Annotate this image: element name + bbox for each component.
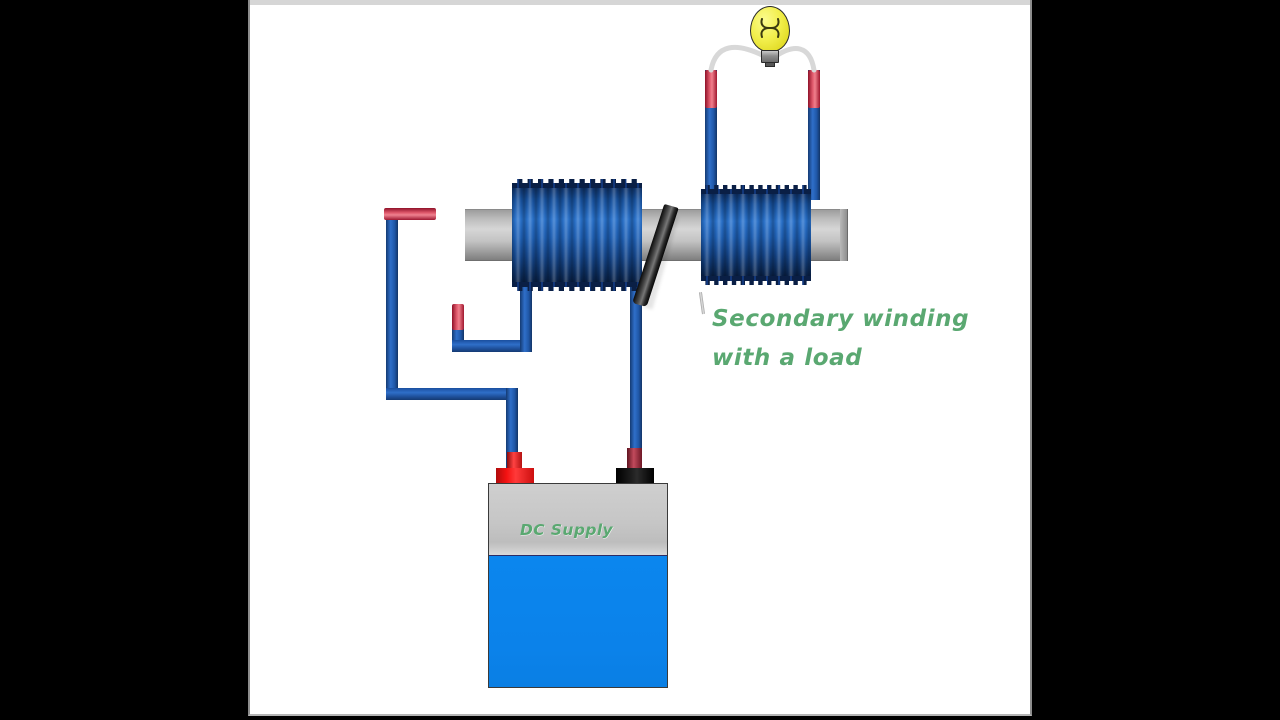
- bulb-wire-right: [773, 46, 817, 73]
- dc-supply-label: DC Supply: [520, 521, 614, 539]
- secondary-winding-top-turns: [701, 185, 811, 194]
- secondary-winding-bottom-turns: [701, 276, 811, 285]
- terminal-tip-secondary-right: [808, 70, 820, 108]
- wire-primary-right-lead: [630, 258, 642, 474]
- primary-winding-top-turns: [512, 179, 642, 188]
- dc-supply-body: [489, 556, 667, 687]
- bulb-filament-icon: [760, 18, 780, 38]
- bulb-wire-left: [708, 45, 767, 73]
- wire-supply-horizontal-lower: [386, 388, 518, 400]
- core-right-end: [840, 209, 848, 261]
- wire-switch-to-supply-vertical: [386, 212, 398, 392]
- negative-terminal-stem: [627, 448, 642, 472]
- secondary-winding-label: Secondary winding with a load: [712, 300, 969, 378]
- wire-switch-to-primary: [452, 340, 532, 352]
- switch-upper-terminal: [384, 208, 436, 220]
- primary-winding: [512, 179, 642, 291]
- switch-contact-lead: [698, 292, 705, 315]
- dc-supply: [488, 483, 668, 688]
- switch-lower-terminal: [452, 304, 464, 330]
- secondary-winding-label-line1: Secondary winding: [712, 306, 970, 332]
- secondary-winding: [701, 185, 811, 285]
- terminal-tip-secondary-left: [705, 70, 717, 108]
- primary-winding-bottom-turns: [512, 282, 642, 291]
- diagram-canvas: Secondary winding with a load DC Supply: [248, 0, 1032, 716]
- dc-supply-label-panel: [489, 484, 667, 556]
- secondary-winding-label-line2: with a load: [712, 345, 863, 371]
- bulb-contact-tip: [765, 62, 775, 67]
